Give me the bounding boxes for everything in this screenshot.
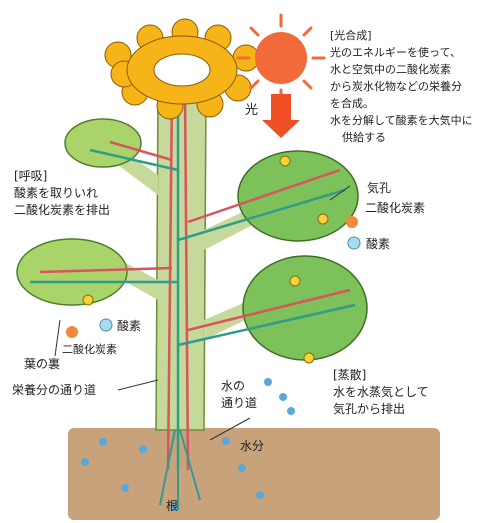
o2-bubble-left-icon	[99, 318, 113, 332]
respiration-line-1: 酸素を取りいれ	[14, 186, 99, 200]
respiration-heading: [呼吸]	[14, 169, 48, 183]
photosynthesis-line-1: 光のエネルギーを使って、	[330, 46, 461, 59]
transpiration-label: [蒸散] 水を水蒸気として 気孔から排出	[333, 367, 429, 418]
flower	[104, 18, 260, 120]
respiration-label: [呼吸] 酸素を取りいれ 二酸化炭素を排出	[14, 168, 110, 219]
transpiration-line-1: 水を水蒸気として	[333, 385, 429, 399]
leaf-upper-left	[64, 118, 142, 168]
nutrient-veins	[39, 91, 351, 471]
co2-label-right: 二酸化炭素	[365, 201, 426, 215]
water-label: 水分	[240, 439, 265, 453]
photosynthesis-heading: [光合成]	[330, 29, 372, 42]
photosynthesis-line-3: から炭水化物などの栄養分	[330, 80, 462, 93]
water-path-label: 水の 通り道	[221, 378, 257, 412]
photosynthesis-line-5: 水を分解して酸素を大気中に	[330, 114, 473, 127]
stomata-label: 気孔	[367, 181, 392, 195]
photosynthesis-line-6: 供給する	[342, 131, 386, 144]
roots	[159, 429, 201, 510]
transpiration-line-2: 気孔から排出	[333, 402, 406, 416]
respiration-line-2: 二酸化炭素を排出	[14, 203, 111, 217]
co2-bubble-right-icon	[346, 216, 358, 228]
o2-label-right: 酸素	[366, 237, 391, 251]
leaf-right-lower	[242, 255, 368, 361]
light-label: 光	[245, 103, 259, 118]
water-path-line-1: 水の	[221, 379, 246, 393]
stomata-icons	[82, 155, 329, 364]
photosynthesis-line-2: 水と空気中の二酸化炭素	[330, 63, 451, 76]
co2-label-left: 二酸化炭素	[62, 343, 117, 356]
leaf-underside-label: 葉の裏	[24, 357, 61, 371]
stem	[155, 89, 207, 431]
water-path-line-2: 通り道	[221, 396, 258, 410]
leaf-right-upper	[237, 150, 359, 242]
photosynthesis-label: [光合成] 光のエネルギーを使って、 水と空気中の二酸化炭素 から炭水化物などの…	[330, 27, 473, 146]
photosynthesis-line-4: を合成。	[330, 97, 374, 110]
o2-label-left: 酸素	[117, 319, 142, 333]
o2-bubble-right-icon	[347, 236, 361, 250]
co2-bubble-left-icon	[66, 326, 78, 338]
water-drop-icons	[81, 378, 295, 511]
water-veins	[30, 92, 356, 470]
root-label: 根	[166, 499, 179, 513]
transpiration-heading: [蒸散]	[333, 368, 367, 382]
sun-icon	[236, 13, 326, 103]
leader-lines	[54, 185, 351, 441]
light-arrow-icon	[262, 94, 300, 138]
nutrient-path-label: 栄養分の通り道	[12, 383, 97, 397]
